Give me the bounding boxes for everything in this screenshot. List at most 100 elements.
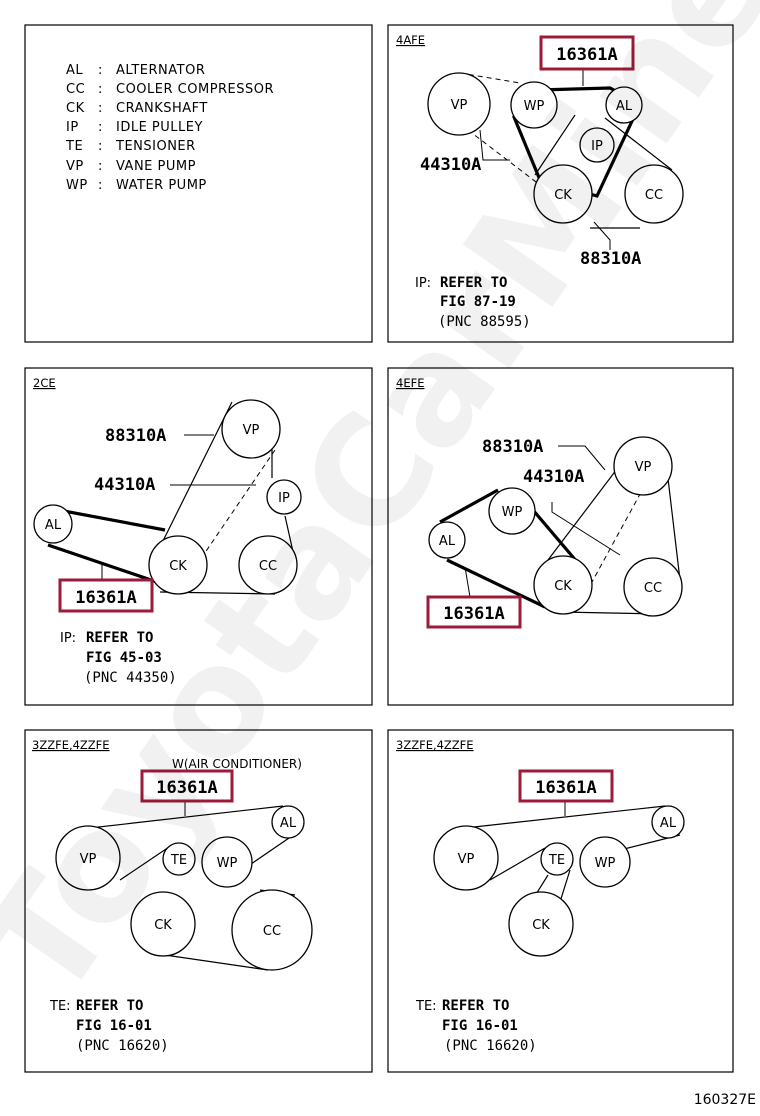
svg-text:VP: VP — [635, 460, 652, 475]
svg-text:AL: AL — [439, 534, 456, 549]
legend-row: CC : COOLER COMPRESSOR — [66, 82, 274, 97]
svg-text:VP: VP — [66, 159, 84, 174]
pulley-wp: WP — [579, 836, 631, 888]
pulley-vp: VP — [55, 825, 121, 891]
legend-row: VP : VANE PUMP — [66, 159, 195, 174]
svg-text:REFER TO: REFER TO — [86, 630, 153, 646]
svg-text:CRANKSHAFT: CRANKSHAFT — [116, 101, 208, 116]
part-number-88310a[interactable]: 88310A — [482, 437, 543, 457]
pulley-ck: CK — [533, 164, 593, 224]
svg-text:IDLE PULLEY: IDLE PULLEY — [116, 120, 203, 135]
svg-text:REFER TO: REFER TO — [76, 998, 143, 1014]
part-number-44310a[interactable]: 44310A — [523, 467, 584, 487]
pulley-ck: CK — [148, 535, 208, 595]
part-number-16361a[interactable]: 16361A — [75, 588, 136, 608]
svg-text:CC: CC — [644, 581, 662, 596]
panel-3zzfe-ac: 3ZZFE,4ZZFE W(AIR CONDITIONER) AL VP TE … — [24, 729, 373, 1073]
svg-text:IP:: IP: — [415, 276, 431, 291]
highlight-frame — [140, 769, 234, 803]
svg-text:TE:: TE: — [415, 999, 437, 1014]
svg-text:CK: CK — [554, 188, 572, 203]
svg-text:TE: TE — [170, 853, 187, 868]
svg-text:(PNC 44350): (PNC 44350) — [84, 670, 177, 686]
svg-text:FIG 45-03: FIG 45-03 — [86, 650, 162, 666]
svg-text:WP: WP — [502, 505, 523, 520]
part-number-44310a[interactable]: 44310A — [420, 155, 481, 175]
highlight-frame — [58, 578, 154, 613]
svg-text:CK: CK — [154, 918, 172, 933]
figure-code: 160327E — [694, 1092, 756, 1108]
svg-text::: : — [98, 101, 103, 116]
svg-text:CK: CK — [532, 918, 550, 933]
svg-text:TENSIONER: TENSIONER — [115, 139, 196, 154]
engine-label: 4EFE — [396, 376, 424, 390]
svg-text:CK: CK — [554, 579, 572, 594]
part-number-16361a[interactable]: 16361A — [556, 45, 617, 65]
belt-44310a — [591, 484, 646, 583]
engine-label: 3ZZFE,4ZZFE — [396, 738, 474, 752]
svg-text::: : — [98, 178, 103, 193]
svg-text::: : — [98, 159, 103, 174]
pulley-al: AL — [33, 504, 73, 544]
svg-text:CC: CC — [645, 188, 663, 203]
engine-label: 4AFE — [396, 33, 425, 47]
svg-text::: : — [98, 139, 103, 154]
svg-text:TE: TE — [65, 139, 83, 154]
part-number-88310a[interactable]: 88310A — [580, 249, 641, 269]
belt-44310a — [199, 449, 276, 561]
pulley-te: TE — [162, 842, 196, 876]
pulley-al: AL — [428, 521, 466, 559]
svg-text:VP: VP — [458, 852, 475, 867]
svg-text:VP: VP — [80, 852, 97, 867]
svg-text:WP: WP — [524, 99, 545, 114]
legend-panel: AL : ALTERNATOR CC : COOLER COMPRESSOR C… — [24, 24, 373, 343]
svg-text:IP:: IP: — [60, 631, 76, 646]
panel-3zzfe: 3ZZFE,4ZZFE AL VP TE WP CK 16361A — [387, 729, 734, 1073]
panel-4afe: 4AFE VP WP AL IP CK CC — [387, 24, 734, 343]
legend-row: WP : WATER PUMP — [66, 178, 207, 193]
svg-text:WP: WP — [217, 856, 238, 871]
pulley-al: AL — [271, 805, 305, 839]
part-number-16361a[interactable]: 16361A — [156, 778, 217, 798]
pulley-te: TE — [540, 842, 574, 876]
svg-text:CC: CC — [66, 82, 85, 97]
svg-text:COOLER COMPRESSOR: COOLER COMPRESSOR — [116, 82, 274, 97]
panel-4efe: 4EFE VP WP AL CK CC 88310A 44310A — [387, 367, 734, 706]
reference-note: TE: REFER TO FIG 16-01 (PNC 16620) — [49, 998, 169, 1054]
part-number-16361a[interactable]: 16361A — [443, 604, 504, 624]
svg-text:(PNC 88595): (PNC 88595) — [438, 314, 531, 330]
pulley-wp: WP — [488, 487, 536, 535]
engine-label: 2CE — [33, 376, 56, 390]
legend-row: IP : IDLE PULLEY — [66, 120, 203, 135]
svg-text:CC: CC — [259, 559, 277, 574]
svg-text:CK: CK — [169, 559, 187, 574]
svg-text:VP: VP — [451, 98, 468, 113]
part-number-16361a[interactable]: 16361A — [535, 778, 596, 798]
pulley-cc: CC — [623, 557, 683, 617]
highlight-frame — [426, 595, 522, 629]
part-number-44310a[interactable]: 44310A — [94, 475, 155, 495]
pulley-wp: WP — [510, 81, 558, 129]
panel-subtitle: W(AIR CONDITIONER) — [172, 757, 302, 771]
svg-text:FIG 87-19: FIG 87-19 — [440, 294, 516, 310]
legend-row: CK : CRANKSHAFT — [66, 101, 208, 116]
pulley-vp: VP — [433, 825, 499, 891]
svg-text:AL: AL — [616, 99, 633, 114]
svg-text:(PNC 16620): (PNC 16620) — [76, 1038, 169, 1054]
pulley-cc: CC — [231, 889, 313, 971]
pulley-al: AL — [651, 805, 685, 839]
reference-note: TE: REFER TO FIG 16-01 (PNC 16620) — [415, 998, 537, 1054]
part-number-88310a[interactable]: 88310A — [105, 426, 166, 446]
pulley-vp: VP — [221, 399, 281, 459]
svg-text:IP: IP — [66, 120, 79, 135]
svg-text:AL: AL — [660, 816, 677, 831]
svg-text:WP: WP — [66, 178, 88, 193]
reference-note: IP: REFER TO FIG 45-03 (PNC 44350) — [60, 630, 177, 686]
highlight-frame — [518, 769, 614, 803]
legend-row: TE : TENSIONER — [65, 139, 196, 154]
panel-2ce: 2CE VP IP AL CK CC 88310A 44310A — [24, 367, 373, 706]
highlight-frame — [539, 35, 635, 71]
svg-text:WATER PUMP: WATER PUMP — [116, 178, 207, 193]
engine-label: 3ZZFE,4ZZFE — [32, 738, 110, 752]
